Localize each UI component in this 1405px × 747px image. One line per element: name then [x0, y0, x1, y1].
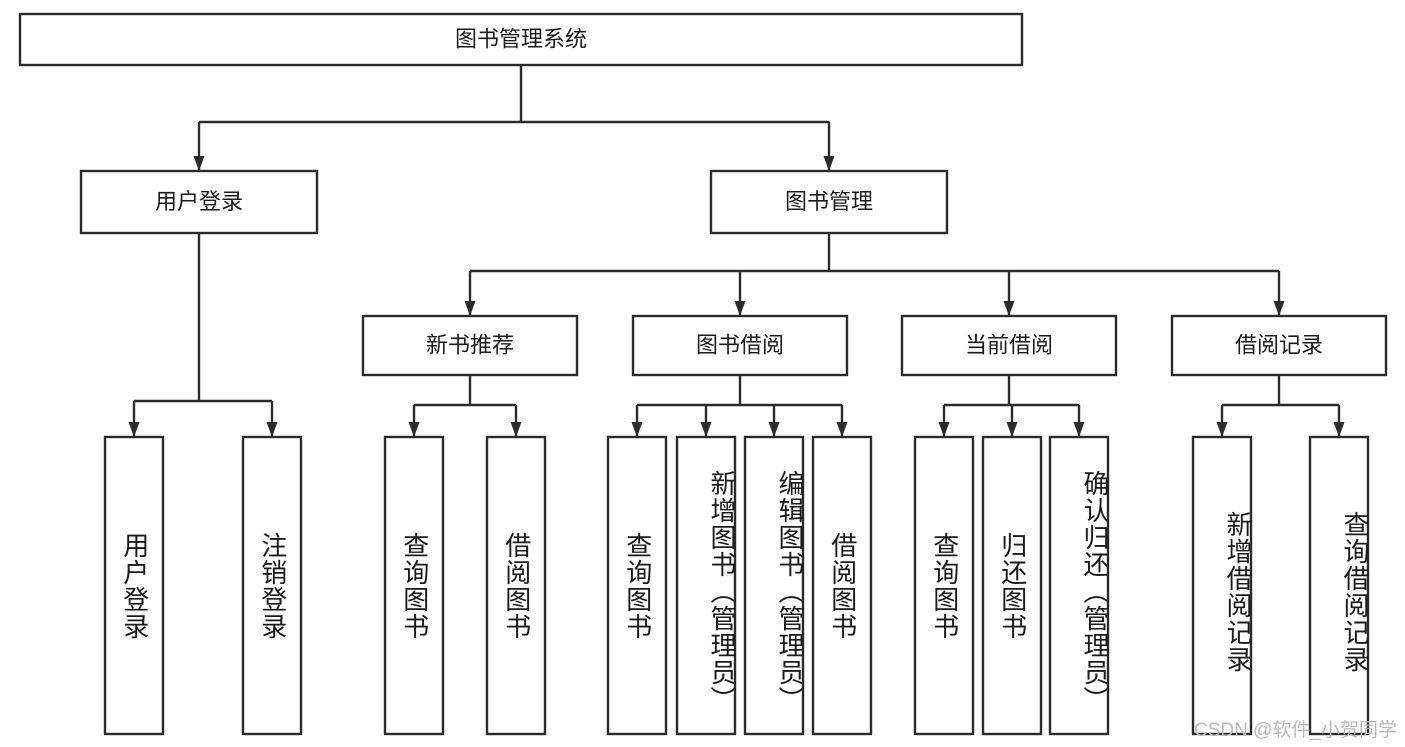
node-box-leaf-query-record[interactable]	[1308, 435, 1370, 736]
node-box-leaf-borrow-book-rec[interactable]	[485, 435, 547, 736]
arrow-head	[128, 422, 140, 437]
arrow-head	[1273, 301, 1285, 316]
arrow-head	[938, 422, 950, 437]
node-label-current-borrow: 当前借阅	[965, 332, 1053, 357]
arrow-head	[823, 156, 835, 171]
node-box-leaf-query-book-3[interactable]	[913, 435, 975, 736]
arrow-head	[1333, 422, 1345, 437]
node-label-user-login: 用户登录	[155, 189, 243, 214]
boxes-layer	[18, 12, 1388, 736]
arrow-head	[836, 422, 848, 437]
node-box-borrow-record[interactable]	[1170, 314, 1388, 377]
arrow-head	[1003, 301, 1015, 316]
arrow-head	[266, 422, 278, 437]
node-box-leaf-return-book[interactable]	[981, 435, 1043, 736]
arrow-head	[408, 422, 420, 437]
node-box-user-login[interactable]	[79, 169, 319, 235]
node-box-book-manage[interactable]	[709, 169, 949, 235]
node-box-leaf-edit-book[interactable]	[743, 435, 805, 736]
arrow-head	[1216, 422, 1228, 437]
arrow-head	[631, 422, 643, 437]
arrow-head	[1073, 422, 1085, 437]
arrow-head	[700, 422, 712, 437]
node-box-leaf-query-book-rec[interactable]	[383, 435, 445, 736]
node-label-book-manage: 图书管理	[785, 189, 873, 214]
node-box-new-book-rec[interactable]	[361, 314, 579, 377]
node-box-leaf-logout[interactable]	[241, 435, 303, 736]
node-box-leaf-add-record[interactable]	[1191, 435, 1253, 736]
node-box-leaf-borrow-book-2[interactable]	[811, 435, 873, 736]
arrow-head	[193, 156, 205, 171]
arrow-head	[734, 301, 746, 316]
watermark: CSDN @软件_小贺同学	[1194, 720, 1397, 741]
node-box-book-borrow[interactable]	[631, 314, 849, 377]
connectors-layer	[128, 65, 1345, 437]
node-label-new-book-rec: 新书推荐	[426, 332, 514, 357]
node-box-current-borrow[interactable]	[900, 314, 1118, 377]
node-label-borrow-record: 借阅记录	[1235, 332, 1323, 357]
arrow-head	[768, 422, 780, 437]
node-label-root: 图书管理系统	[455, 26, 587, 51]
arrow-head	[510, 422, 522, 437]
arrow-head	[1006, 422, 1018, 437]
node-box-leaf-user-login[interactable]	[103, 435, 165, 736]
node-box-root[interactable]	[18, 12, 1024, 67]
arrow-head	[464, 301, 476, 316]
node-box-leaf-confirm-return[interactable]	[1048, 435, 1110, 736]
node-box-leaf-query-book-2[interactable]	[606, 435, 668, 736]
node-box-leaf-add-book[interactable]	[675, 435, 737, 736]
node-label-book-borrow: 图书借阅	[696, 332, 784, 357]
